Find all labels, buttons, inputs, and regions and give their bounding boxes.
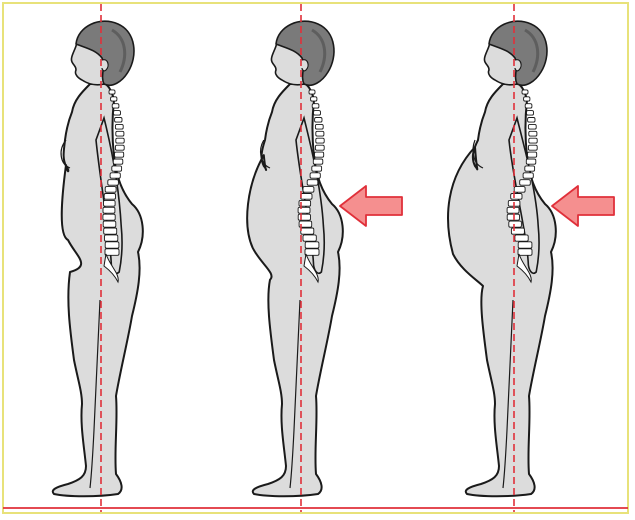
vertebra	[110, 173, 120, 178]
vertebra	[314, 111, 321, 116]
left-arrow-icon	[340, 186, 402, 226]
figure-stage-2	[247, 4, 343, 512]
vertebra	[509, 221, 522, 227]
vertebra	[310, 173, 320, 178]
vertebra	[105, 235, 118, 241]
vertebra	[520, 180, 531, 186]
vertebra	[312, 104, 319, 108]
vertebra	[316, 138, 324, 143]
vertebra	[313, 159, 323, 164]
vertebra	[301, 228, 314, 234]
vertebra	[303, 235, 316, 241]
ear	[102, 60, 108, 71]
vertebra	[515, 235, 528, 241]
vertebra	[527, 111, 534, 116]
vertebra	[303, 187, 314, 193]
vertebra	[528, 152, 537, 157]
vertebra	[518, 249, 532, 256]
vertebra	[305, 242, 319, 248]
vertebra	[112, 166, 122, 171]
vertebra	[315, 145, 324, 150]
vertebra	[104, 200, 116, 206]
vertebra	[115, 124, 123, 129]
vertebra	[518, 242, 532, 248]
vertebra	[109, 90, 115, 94]
vertebra	[298, 214, 310, 220]
vertebra	[311, 97, 317, 101]
left-arrow-icon	[552, 186, 614, 226]
vertebra	[301, 194, 312, 200]
vertebra	[309, 90, 315, 94]
vertebra	[315, 152, 324, 157]
vertebra	[528, 145, 537, 150]
vertebra	[511, 194, 522, 200]
ear	[302, 60, 308, 71]
vertebra	[526, 159, 536, 164]
vertebra	[524, 97, 530, 101]
vertebra	[305, 249, 319, 256]
vertebra	[525, 104, 532, 108]
vertebra	[105, 187, 116, 193]
vertebra	[315, 118, 322, 123]
vertebra	[116, 138, 124, 143]
figure-stage-3	[448, 4, 556, 512]
vertebra	[112, 104, 119, 108]
vertebra	[316, 131, 324, 136]
vertebra	[104, 228, 117, 234]
vertebra	[115, 118, 122, 123]
vertebra	[114, 111, 121, 116]
vertebra	[116, 131, 124, 136]
vertebra	[315, 124, 323, 129]
vertebra	[111, 97, 117, 101]
vertebra	[105, 242, 119, 248]
vertebra	[529, 131, 537, 136]
vertebra	[507, 207, 519, 213]
body-silhouette	[448, 84, 556, 496]
vertebra	[528, 118, 535, 123]
vertebra	[298, 207, 310, 213]
vertebra	[528, 124, 536, 129]
vertebra	[103, 221, 116, 227]
vertebra	[104, 194, 115, 200]
vertebra	[108, 180, 119, 186]
vertebra	[522, 90, 528, 94]
vertebra	[525, 166, 535, 171]
vertebra	[312, 166, 322, 171]
vertebra	[307, 180, 318, 186]
vertebra	[529, 138, 537, 143]
vertebra	[113, 159, 123, 164]
ear	[515, 60, 521, 71]
vertebra	[105, 249, 119, 256]
vertebra	[514, 187, 525, 193]
vertebra	[115, 152, 124, 157]
vertebra	[115, 145, 124, 150]
vertebra	[103, 207, 115, 213]
vertebra	[103, 214, 115, 220]
vertebra	[523, 173, 533, 178]
figure-stage-1	[53, 4, 143, 512]
